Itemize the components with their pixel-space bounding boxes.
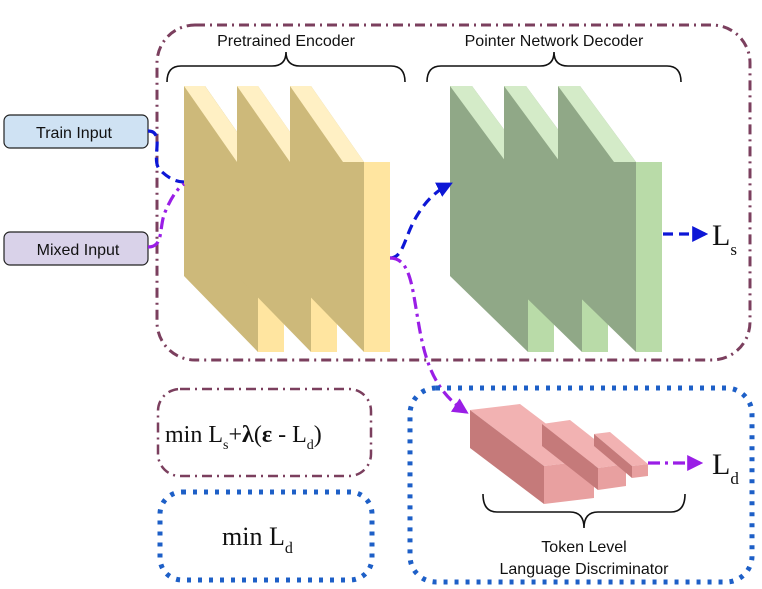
decoder-layer-3 xyxy=(558,86,662,352)
objective-1-formula: min Ls+λ(ε - Ld) xyxy=(165,422,322,453)
encoder-to-discriminator-arrow xyxy=(389,256,469,414)
decoder-brace xyxy=(426,51,682,83)
discriminator-label-line1: Token Level xyxy=(541,539,626,556)
discriminator-brace xyxy=(482,493,686,529)
encoder-label: Pretrained Encoder xyxy=(217,33,356,50)
main-model-frame xyxy=(155,23,752,362)
loss-d-label: Ld xyxy=(712,448,739,488)
discriminator-label-line2: Language Discriminator xyxy=(500,561,670,578)
encoder-brace xyxy=(166,51,406,83)
objective-2-box xyxy=(157,489,375,583)
discriminator-block-2 xyxy=(542,420,626,490)
loss-s-label: Ls xyxy=(712,219,737,259)
train-input-connector xyxy=(147,129,185,184)
objective-2-formula: min Ld xyxy=(222,522,293,557)
encoder-layer-3 xyxy=(290,86,390,352)
mixed-input-connector xyxy=(147,182,185,249)
train-input-label: Train Input xyxy=(36,125,112,142)
mixed-input-label: Mixed Input xyxy=(37,242,120,259)
decoder-label: Pointer Network Decoder xyxy=(465,33,644,50)
encoder-to-decoder-arrow xyxy=(389,182,453,260)
objective-1-box xyxy=(156,387,373,478)
discriminator-frame xyxy=(407,385,755,585)
discriminator-block-3 xyxy=(594,432,648,478)
